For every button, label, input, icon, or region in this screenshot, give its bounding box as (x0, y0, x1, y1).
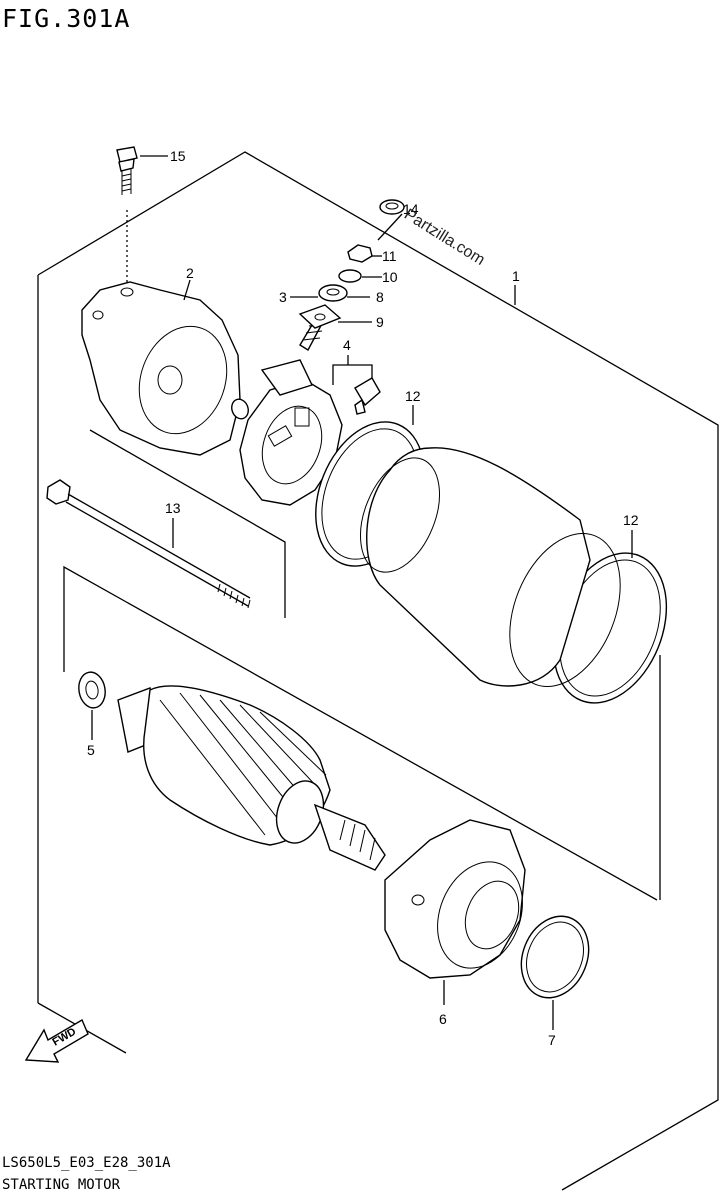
callout-15: 15 (170, 148, 186, 164)
figure-title: FIG.301A (2, 4, 131, 33)
part-2-end-cover (81, 279, 241, 456)
part-7-o-ring (520, 915, 590, 1030)
callout-12-front: 12 (405, 388, 421, 404)
callout-14: 14 (403, 201, 419, 217)
callout-6: 6 (439, 1011, 447, 1027)
callout-13: 13 (165, 500, 181, 516)
small-washer (231, 398, 249, 420)
figure-name: STARTING MOTOR (2, 1177, 121, 1193)
callout-9: 9 (376, 314, 384, 330)
callout-2: 2 (186, 265, 194, 281)
callout-11: 11 (382, 248, 397, 264)
callout-8: 8 (376, 289, 384, 305)
callout-4: 4 (343, 337, 351, 353)
part-15-bolt (116, 146, 168, 290)
terminal-hardware-stack (290, 199, 405, 329)
part-14-cap (379, 199, 405, 215)
callout-3: 3 (279, 289, 287, 305)
callout-12-rear: 12 (623, 512, 639, 528)
part-13-through-bolt (46, 479, 251, 609)
part-4-brush-plate (239, 314, 381, 506)
fwd-direction-arrow: FWD (24, 1018, 89, 1063)
end-cover-frame (89, 429, 286, 618)
part-5-washer (78, 671, 106, 740)
callout-10: 10 (382, 269, 398, 285)
figure-code: LS650L5_E03_E28_301A (2, 1155, 171, 1171)
callout-5: 5 (87, 742, 95, 758)
part-9-plate (298, 304, 342, 329)
armature-group-frame (63, 565, 661, 901)
callout-7: 7 (548, 1032, 556, 1048)
callout-1: 1 (512, 268, 520, 284)
armature (117, 685, 386, 871)
part-10-washer (338, 269, 362, 283)
part-11-nut (347, 244, 373, 263)
part-1-yoke (360, 285, 621, 688)
part-8-washer (318, 284, 348, 302)
part-6-front-housing (384, 819, 526, 1005)
